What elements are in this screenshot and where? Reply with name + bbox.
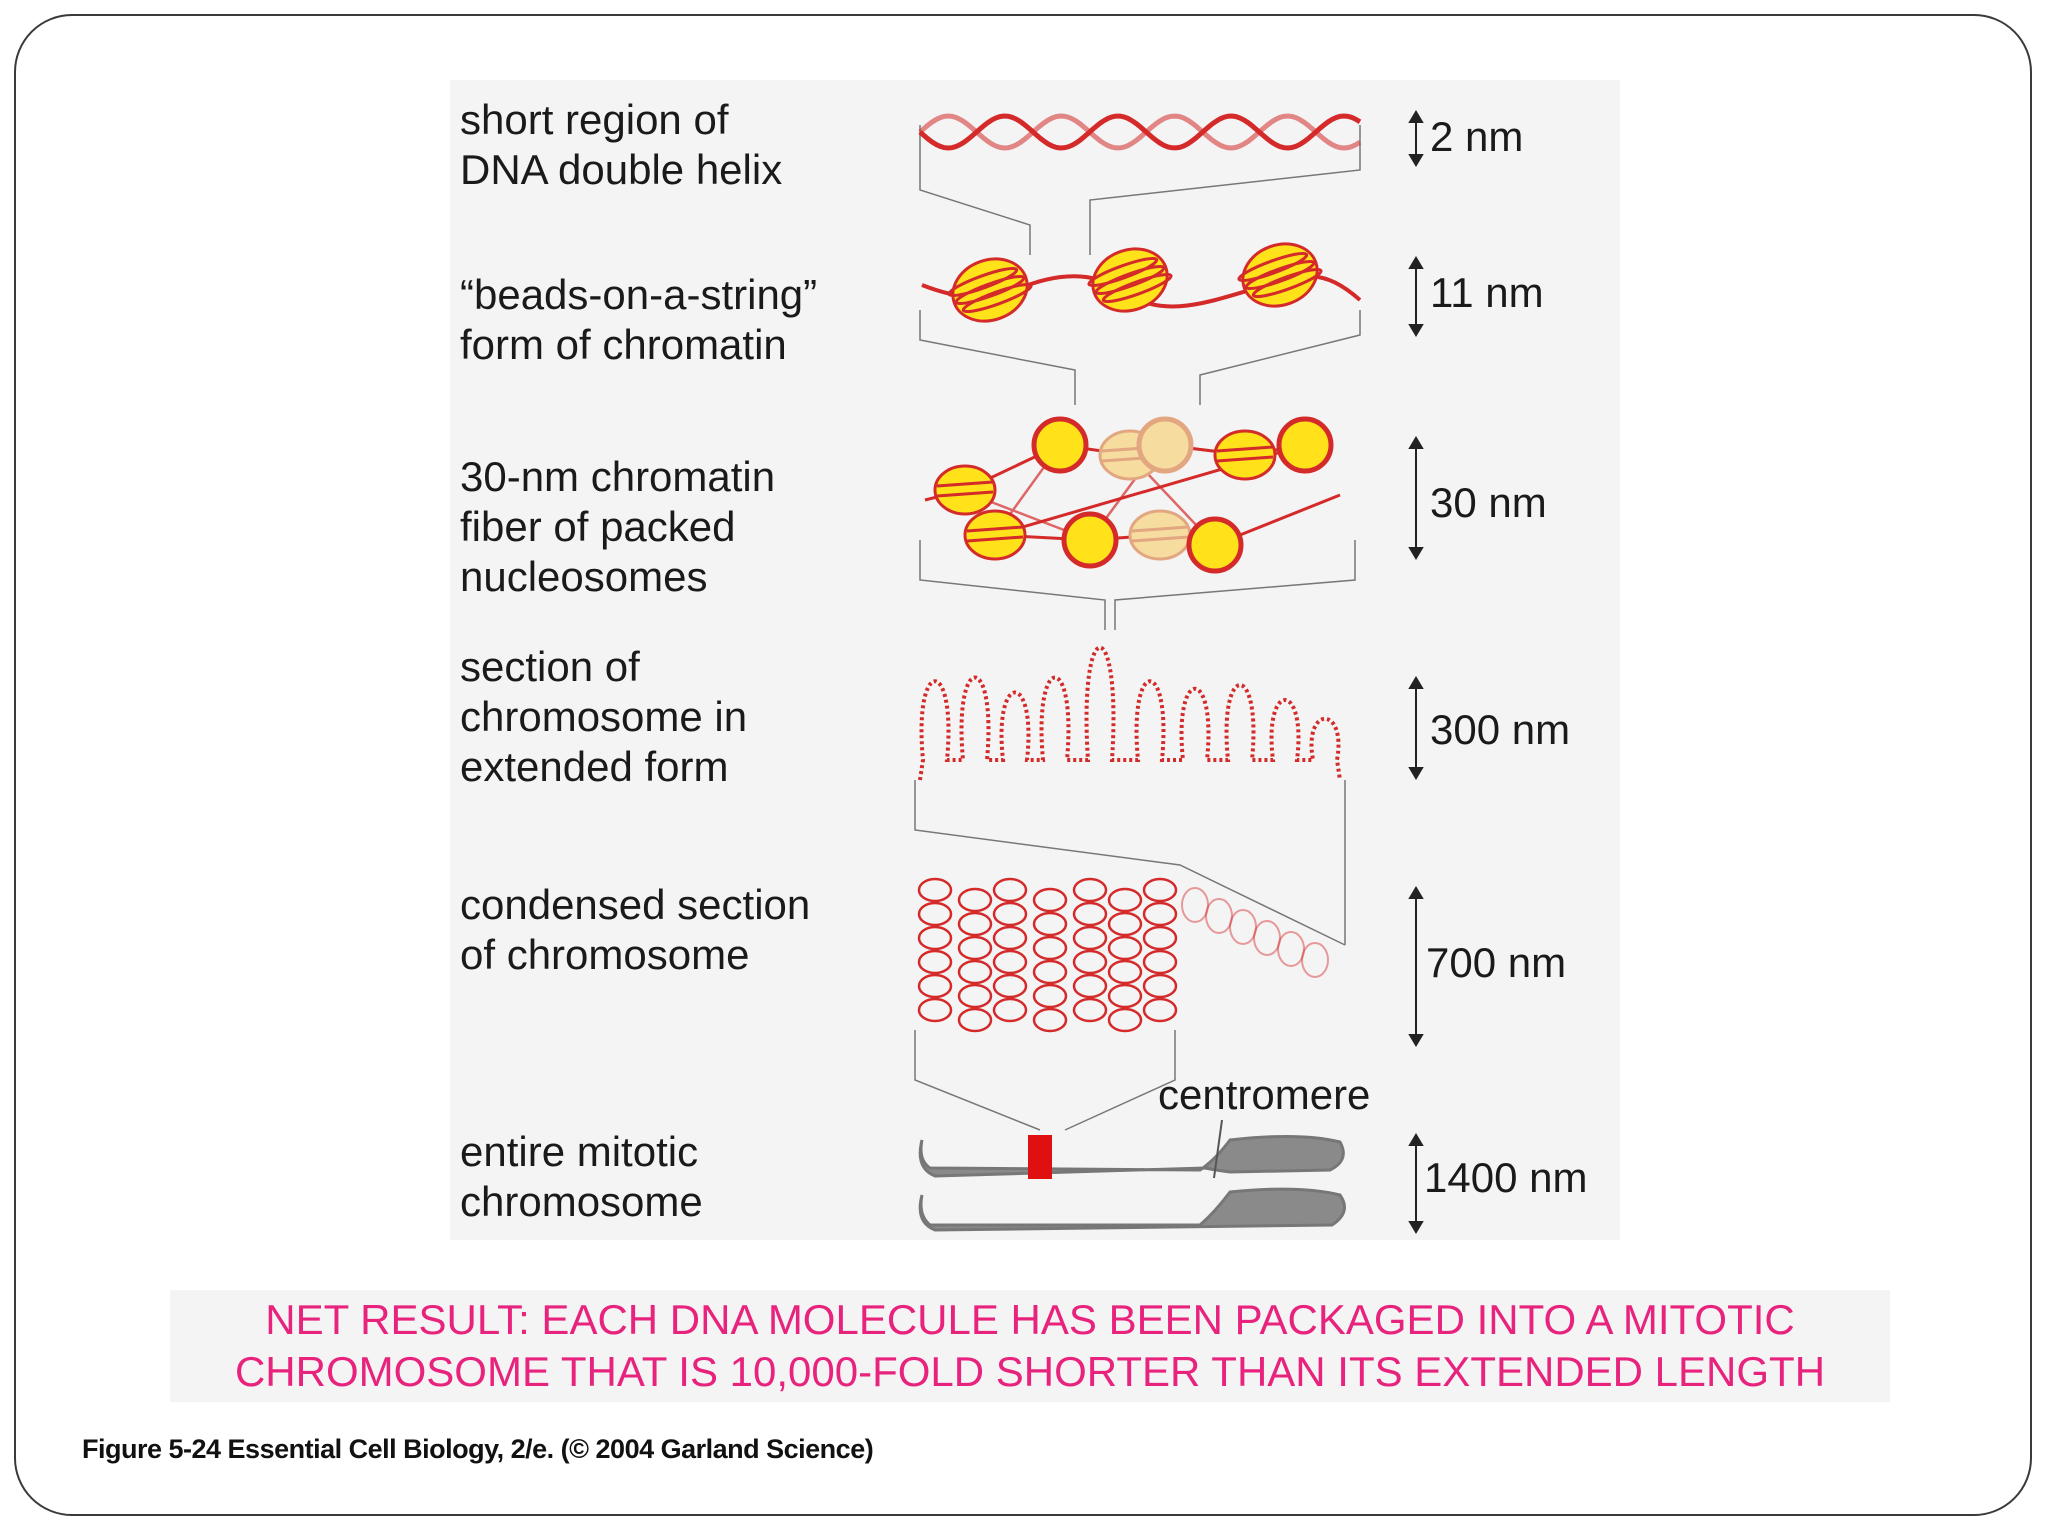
coil-loop (1032, 959, 1068, 985)
coil-loop (1107, 911, 1143, 937)
nucleosome-bead (1186, 516, 1244, 574)
label-mitotic-chromosome: entire mitotic chromosome (460, 1128, 703, 1225)
coil-loop (1253, 920, 1281, 956)
coil-loop (1072, 901, 1108, 927)
nucleosome-bead (1087, 247, 1173, 313)
centromere-label: centromere (1158, 1071, 1371, 1118)
coil-loop (1032, 911, 1068, 937)
coil-loop (1072, 997, 1108, 1023)
coil-loop (1205, 898, 1233, 934)
coil-loop (1072, 973, 1108, 999)
coil-loop (917, 973, 953, 999)
nucleosome-bead (1276, 416, 1334, 474)
scale-11nm: 11 nm (1430, 269, 1544, 316)
net-result-statement: NET RESULT: EACH DNA MOLECULE HAS BEEN P… (170, 1290, 1890, 1402)
coil-loop (1032, 935, 1068, 961)
coil-loop (917, 997, 953, 1023)
nucleosome-bead (1213, 429, 1277, 481)
scale-arrow (1408, 676, 1424, 780)
coil-loop (1032, 887, 1068, 913)
coil-loop (1277, 931, 1305, 967)
scale-arrow (1408, 110, 1424, 167)
highlighted-section-marker (1028, 1135, 1052, 1179)
coil-loop (1301, 942, 1329, 978)
coil-loop (1107, 959, 1143, 985)
beads-on-a-string (921, 242, 1362, 323)
coil-loop (1107, 935, 1143, 961)
label-extended-chromosome: section of chromosome in extended form (460, 643, 748, 790)
coil-loop (1142, 973, 1178, 999)
extended-chromosome-section (918, 645, 1342, 781)
coil-loop (992, 925, 1028, 951)
centromere-pointer (1213, 1119, 1223, 1179)
coil-loop (992, 949, 1028, 975)
coil-loop (1032, 1007, 1068, 1033)
scale-arrow (1408, 886, 1424, 1047)
coil-loop (917, 925, 953, 951)
coil-loop (1107, 1007, 1143, 1033)
connector-lines (914, 125, 1361, 1131)
coil-loop (1032, 983, 1068, 1009)
scale-300nm: 300 nm (1430, 706, 1571, 753)
scale-30nm: 30 nm (1430, 479, 1547, 526)
scale-arrow (1408, 256, 1424, 337)
coil-loop (1107, 983, 1143, 1009)
label-beads-on-a-string: “beads-on-a-string” form of chromatin (460, 271, 818, 368)
scale-arrow (1408, 436, 1424, 560)
nucleosome-bead (947, 257, 1033, 323)
coil-loop (992, 877, 1028, 903)
label-dna-double-helix: short region of DNA double helix (460, 96, 783, 193)
nucleosome-bead (933, 464, 997, 516)
figure-caption: Figure 5-24 Essential Cell Biology, 2/e.… (82, 1434, 874, 1464)
coil-loop (1072, 925, 1108, 951)
nucleosome-bead (1237, 242, 1323, 308)
coil-loop (992, 997, 1028, 1023)
coil-loop (1181, 887, 1209, 923)
scale-arrow (1408, 1133, 1424, 1234)
coil-loop (1107, 887, 1143, 913)
coil-loop (1072, 949, 1108, 975)
coil-loop (957, 911, 993, 937)
scale-700nm: 700 nm (1426, 939, 1567, 986)
scale-2nm: 2 nm (1430, 113, 1524, 160)
coil-loop (917, 901, 953, 927)
coil-loop (1142, 877, 1178, 903)
coil-loop (917, 877, 953, 903)
scale-arrows (1408, 110, 1424, 1234)
nucleosome-bead (1061, 511, 1119, 569)
dna-double-helix (918, 113, 1362, 151)
coil-loop (992, 901, 1028, 927)
coil-loop (1142, 997, 1178, 1023)
condensed-chromosome-section (917, 877, 1329, 1033)
coil-loop (1142, 901, 1178, 927)
nucleosome-bead (1031, 416, 1089, 474)
label-condensed-section: condensed section of chromosome (460, 881, 811, 978)
coil-loop (917, 949, 953, 975)
coil-loop (957, 935, 993, 961)
coil-loop (957, 983, 993, 1009)
scale-1400nm: 1400 nm (1424, 1154, 1588, 1201)
coil-loop (957, 1007, 993, 1033)
nucleosome-bead (1136, 416, 1194, 474)
coil-loop (1229, 909, 1257, 945)
figure-panel (450, 80, 1620, 1240)
coil-loop (957, 887, 993, 913)
thirty-nm-fiber (924, 416, 1341, 574)
nucleosome-bead (1128, 509, 1192, 561)
label-30nm-fiber: 30-nm chromatin fiber of packed nucleoso… (460, 453, 776, 600)
coil-loop (992, 973, 1028, 999)
coil-loop (1142, 949, 1178, 975)
coil-loop (1072, 877, 1108, 903)
coil-loop (957, 959, 993, 985)
mitotic-chromosome (918, 1119, 1346, 1232)
nucleosome-bead (963, 509, 1027, 561)
coil-loop (1142, 925, 1178, 951)
